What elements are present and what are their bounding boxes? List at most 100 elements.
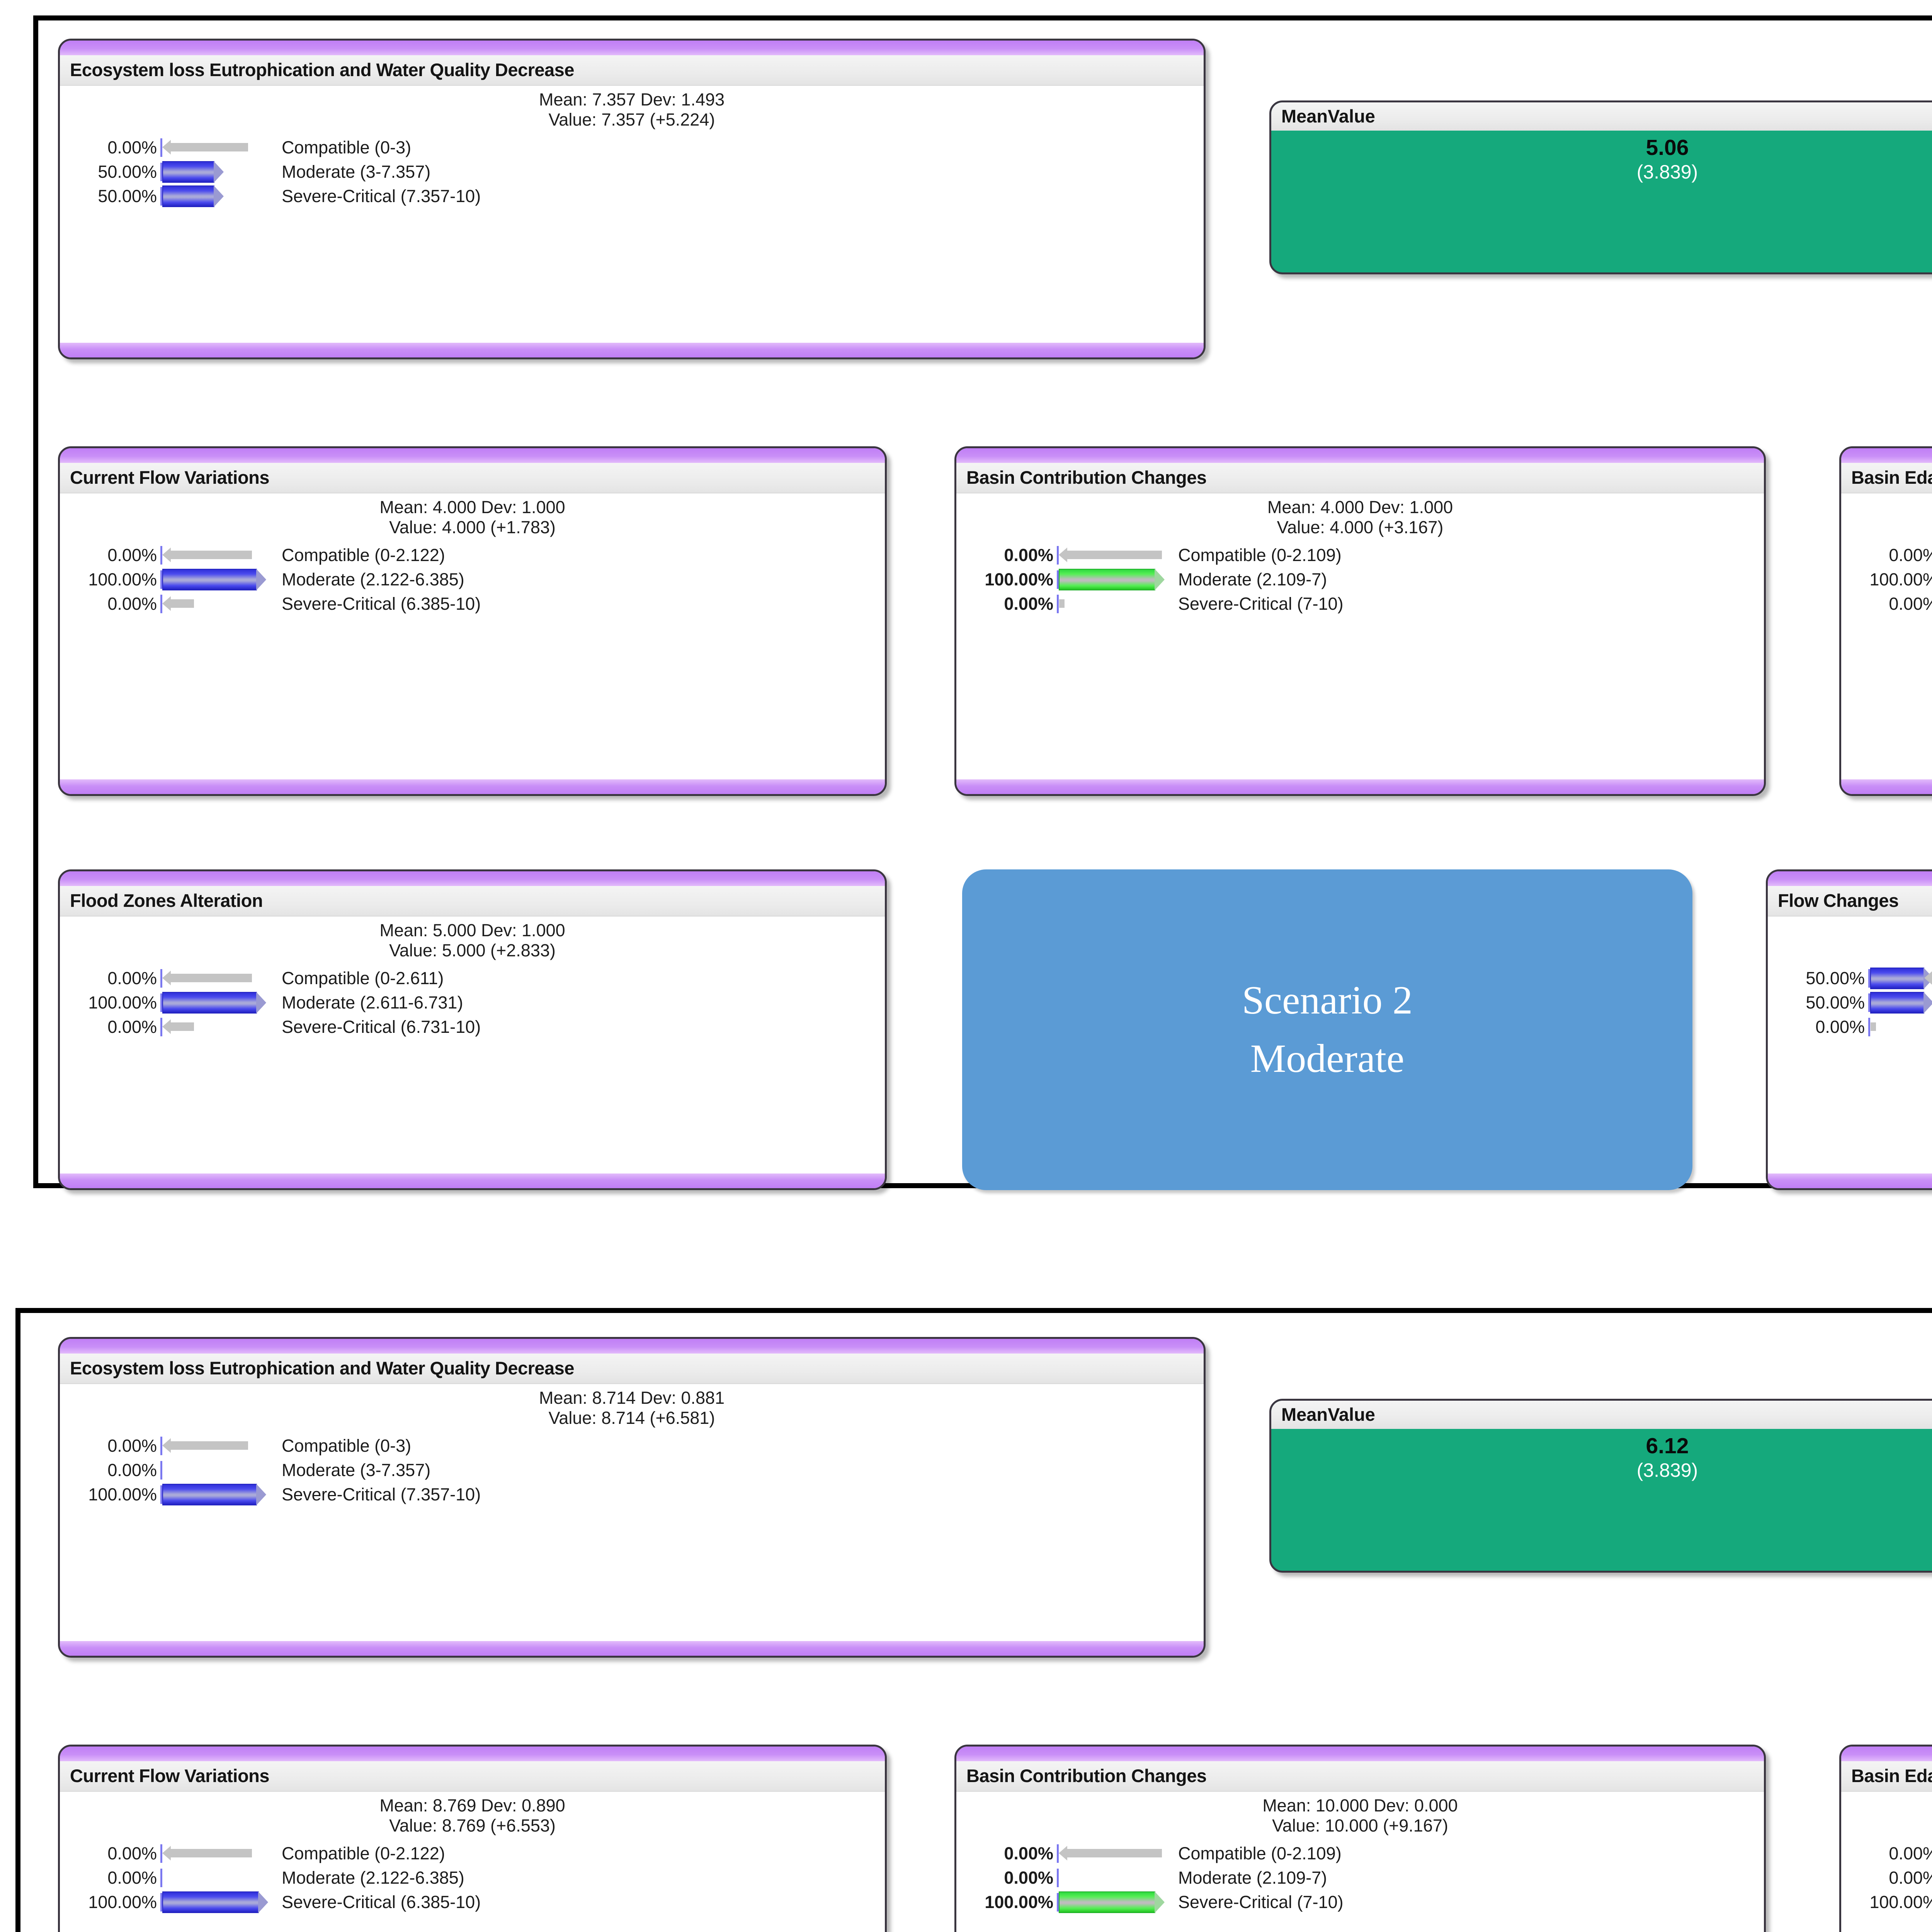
node-body: Mean: 10.000 Dev: 0.001Value: 10.000 (+9… <box>1841 1792 1932 1914</box>
node-stats-value: Value: 2.359 (+1.509) <box>1768 940 1932 961</box>
state-label: Moderate (2.109-7) <box>1178 569 1327 589</box>
distribution-rows: 50.00%Compatible (0-2.359)50.00%Moderate… <box>1768 966 1932 1039</box>
node-header-accent <box>60 41 1204 55</box>
node-ecosystem-loss[interactable]: Ecosystem loss Eutrophication and Water … <box>58 1337 1206 1658</box>
distribution-rows: 0.00%Compatible (0-2.109)100.00%Moderate… <box>956 543 1764 616</box>
gauge-gray-fill <box>171 1441 248 1450</box>
gauge-tick <box>160 570 162 589</box>
probability-bar-head <box>256 1483 266 1505</box>
node-title: Flood Zones Alteration <box>70 890 263 911</box>
node-header-accent <box>1768 871 1932 886</box>
node-stats-value: Value: 7.357 (+5.224) <box>548 110 715 130</box>
distribution-row: 50.00%Moderate (3-7.357) <box>62 160 1197 184</box>
gauge-gray-arrow <box>162 139 171 155</box>
distribution-row: 50.00%Compatible (0-2.359) <box>1770 966 1932 990</box>
distribution-row: 100.00%Severe-Critical (7-10) <box>1844 1890 1932 1914</box>
node-stats-mean: Mean: 4.000 Dev: 1.000 <box>1267 497 1453 517</box>
gauge-tick <box>160 138 162 157</box>
state-label: Compatible (0-2.611) <box>282 968 444 988</box>
node-stats-value: Value: 8.714 (+6.581) <box>548 1408 715 1428</box>
scenario-label-line-2: Moderate <box>1250 1036 1405 1081</box>
probability-bar <box>162 185 214 207</box>
gauge-tick <box>160 594 162 613</box>
state-probability: 0.00% <box>107 594 157 614</box>
distribution-row: 100.00%Moderate (2.182-7) <box>1844 567 1932 592</box>
gauge-tick <box>160 187 162 206</box>
state-probability: 0.00% <box>107 968 157 988</box>
state-probability: 0.00% <box>1889 1843 1932 1863</box>
node-titlebar: Basin Contribution Changes <box>956 463 1764 493</box>
state-probability: 100.00% <box>88 569 157 589</box>
node-header-accent <box>60 448 885 463</box>
distribution-row: 0.00%Compatible (0-2.182) <box>1844 543 1932 567</box>
metric-header: MeanValue <box>1271 102 1932 131</box>
node-title: Current Flow Variations <box>70 467 270 488</box>
distribution-row: 0.00%Compatible (0-3) <box>62 135 1197 160</box>
node-title: Current Flow Variations <box>70 1765 270 1786</box>
state-probability: 100.00% <box>88 992 157 1012</box>
distribution-row: 100.00%Moderate (2.122-6.385) <box>62 567 878 592</box>
node-titlebar: Current Flow Variations <box>60 1761 885 1792</box>
distribution-row: 50.00%Moderate (2.359-7.25) <box>1770 990 1932 1015</box>
node-header-accent <box>60 1339 1204 1354</box>
probability-bar <box>1870 992 1924 1014</box>
distribution-row: 0.00%Compatible (0-2.182) <box>1844 1841 1932 1866</box>
state-probability: 0.00% <box>107 1435 157 1456</box>
gauge-gray-fill <box>1067 550 1162 559</box>
distribution-rows: 0.00%Compatible (0-2.182)100.00%Moderate… <box>1841 543 1932 616</box>
gauge-tick <box>1868 1017 1870 1036</box>
node-header-accent <box>956 448 1764 463</box>
probability-gauge <box>160 161 276 183</box>
probability-gauge <box>1057 1843 1173 1864</box>
gauge-tick <box>160 1844 162 1863</box>
distribution-rows: 0.00%Compatible (0-2.182)0.00%Moderate (… <box>1841 1841 1932 1914</box>
state-probability: 0.00% <box>1004 594 1053 614</box>
distribution-row: 0.00%Compatible (0-2.109) <box>959 543 1757 567</box>
state-label: Severe-Critical (6.731-10) <box>282 1017 481 1037</box>
gauge-tick <box>1057 594 1059 613</box>
node-titlebar: Basin Contribution Changes <box>956 1761 1764 1792</box>
state-probability: 50.00% <box>98 186 157 206</box>
state-label: Compatible (0-2.109) <box>1178 545 1342 565</box>
node-ecosystem-loss[interactable]: Ecosystem loss Eutrophication and Water … <box>58 39 1206 359</box>
node-stats-value: Value: 4.000 (+3.033) <box>1841 517 1932 537</box>
gauge-tick <box>160 1436 162 1455</box>
node-title: Ecosystem loss Eutrophication and Water … <box>70 1358 574 1378</box>
probability-gauge <box>160 593 276 615</box>
gauge-tick <box>160 969 162 988</box>
gauge-gray-fill <box>171 143 248 151</box>
state-probability: 0.00% <box>1889 1867 1932 1888</box>
probability-gauge <box>1868 1016 1932 1038</box>
metric-value: 5.06 <box>1646 135 1689 160</box>
gauge-gray-fill <box>171 1849 252 1857</box>
node-stats-mean: Mean: 4.000 Dev: 1.000 <box>379 497 565 517</box>
node-stats-value: Value: 10.000 (+9.033) <box>1841 1816 1932 1836</box>
state-probability: 100.00% <box>1869 569 1932 589</box>
distribution-row: 0.00%Moderate (2.182-7) <box>1844 1866 1932 1890</box>
state-label: Severe-Critical (7.357-10) <box>282 1484 481 1504</box>
node-titlebar: Basin Edaphology Changes <box>1841 1761 1932 1792</box>
gauge-gray-arrow <box>1924 970 1932 985</box>
node-title: Ecosystem loss Eutrophication and Water … <box>70 60 574 80</box>
node-stats-mean: Mean: 2.359 Dev: 2.194 <box>1768 920 1932 940</box>
state-probability: 0.00% <box>107 1460 157 1480</box>
node-title: Basin Contribution Changes <box>966 1765 1207 1786</box>
